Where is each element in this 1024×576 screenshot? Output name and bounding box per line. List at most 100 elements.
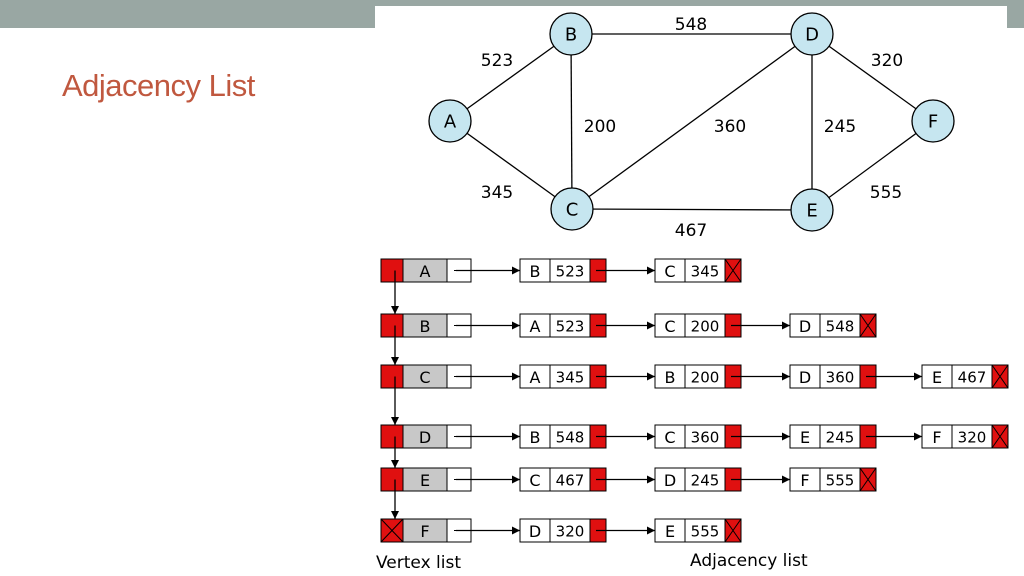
edge-a-c — [449, 120, 573, 210]
edge-d-f — [811, 33, 934, 122]
graph-edge-labels: 523 345 200 548 360 467 245 320 555 — [481, 15, 903, 241]
adjacency-cell-e-d: D 245 — [654, 467, 790, 492]
node-e — [790, 188, 834, 232]
edge-a-b — [449, 33, 572, 122]
adjacency-cell-c-e: E 467 — [921, 364, 1009, 389]
adjacency-vertex: A — [530, 368, 541, 387]
edge-b-c — [570, 33, 573, 210]
adjacency-weight: 523 — [556, 263, 585, 281]
node-label-c: C — [566, 200, 579, 221]
node-label-d: D — [805, 25, 819, 46]
vertex-name-a: A — [420, 262, 431, 281]
vertex-next-pointer — [380, 313, 404, 338]
node-a — [428, 99, 472, 143]
adjacency-weight: 360 — [826, 369, 855, 387]
adjacency-vertex: B — [665, 368, 676, 387]
vertex-list-label: Vertex list — [376, 553, 461, 573]
vertex-next-pointer — [380, 467, 404, 492]
adjacency-vertex: C — [529, 471, 540, 490]
adjacency-weight: 200 — [691, 318, 720, 336]
edge-weight-e-f: 555 — [870, 183, 902, 203]
list-row-a: A B 523 C 345 — [380, 258, 742, 314]
node-c — [550, 187, 594, 231]
adjacency-weight: 200 — [691, 369, 720, 387]
edge-weight-a-c: 345 — [481, 183, 513, 203]
adjacency-weight: 320 — [556, 523, 585, 541]
adjacency-cell-a-c: C 345 — [654, 258, 742, 283]
adjacency-weight: 245 — [691, 472, 720, 490]
adjacency-cell-d-b: B 548 — [519, 424, 655, 449]
vertex-name-c: C — [419, 368, 430, 387]
adjacency-vertex: C — [664, 262, 675, 281]
adjacency-weight: 345 — [556, 369, 585, 387]
node-d — [790, 12, 834, 56]
edge-e-f — [811, 120, 934, 211]
adjacency-cell-f-e: E 555 — [654, 518, 742, 543]
edge-weight-d-e: 245 — [824, 117, 856, 137]
adjacency-list-label: Adjacency list — [690, 551, 808, 571]
adjacency-cell-e-c: C 467 — [519, 467, 655, 492]
edge-c-d — [571, 33, 813, 210]
list-row-c: C A 345 B 200 D 360 E 467 — [380, 364, 1009, 425]
adjacency-vertex: F — [800, 471, 809, 490]
adjacency-vertex: C — [664, 317, 675, 336]
adjacency-weight: 360 — [691, 429, 720, 447]
edge-weight-c-e: 467 — [675, 221, 707, 241]
vertex-next-pointer — [380, 364, 404, 389]
adjacency-vertex: D — [799, 368, 811, 387]
adjacency-cell-d-e: E 245 — [789, 424, 922, 449]
adjacency-weight: 245 — [826, 429, 855, 447]
list-row-f: F D 320 E 555 — [380, 518, 742, 543]
node-label-a: A — [444, 112, 457, 133]
edge-weight-d-f: 320 — [871, 51, 903, 71]
list-row-d: D B 548 C 360 E 245 F 320 — [380, 424, 1009, 468]
vertex-name-f: F — [420, 522, 429, 541]
node-label-f: F — [928, 112, 938, 133]
adjacency-weight: 523 — [556, 318, 585, 336]
vertex-name-e: E — [420, 471, 430, 490]
vertex-name-b: B — [420, 317, 431, 336]
adjacency-cell-b-c: C 200 — [654, 313, 790, 338]
adjacency-vertex: E — [665, 522, 675, 541]
node-f — [911, 99, 955, 143]
adjacency-cell-c-d: D 360 — [789, 364, 922, 389]
adjacency-vertex: E — [932, 368, 942, 387]
adjacency-vertex: D — [664, 471, 676, 490]
adjacency-vertex: C — [664, 428, 675, 447]
slide-title: Adjacency List — [62, 68, 255, 103]
edge-weight-c-d: 360 — [714, 117, 746, 137]
adjacency-cell-b-a: A 523 — [519, 313, 655, 338]
adjacency-weight: 548 — [556, 429, 585, 447]
adjacency-vertex: E — [800, 428, 810, 447]
adjacency-weight: 548 — [826, 318, 855, 336]
node-label-b: B — [565, 25, 577, 46]
adjacency-vertex: A — [530, 317, 541, 336]
adjacency-cell-d-c: C 360 — [654, 424, 790, 449]
vertex-name-d: D — [419, 428, 431, 447]
edge-weight-b-d: 548 — [675, 15, 707, 35]
adjacency-weight: 320 — [958, 429, 987, 447]
edge-c-e — [571, 208, 813, 211]
adjacency-vertex: F — [932, 428, 941, 447]
adjacency-cell-f-d: D 320 — [519, 518, 655, 543]
adjacency-vertex: B — [530, 428, 541, 447]
adjacency-weight: 467 — [556, 472, 585, 490]
adjacency-weight: 345 — [691, 263, 720, 281]
node-label-e: E — [806, 201, 817, 222]
edge-weight-b-c: 200 — [584, 117, 616, 137]
adjacency-cell-d-f: F 320 — [921, 424, 1009, 449]
adjacency-weight: 467 — [958, 369, 987, 387]
adjacency-cell-a-b: B 523 — [519, 258, 655, 283]
adjacency-vertex: D — [529, 522, 541, 541]
vertex-next-pointer — [380, 258, 404, 283]
adjacency-weight: 555 — [691, 523, 720, 541]
edge-weight-a-b: 523 — [481, 51, 513, 71]
vertex-next-pointer — [380, 424, 404, 449]
adjacency-cell-c-b: B 200 — [654, 364, 790, 389]
adjacency-vertex: B — [530, 262, 541, 281]
